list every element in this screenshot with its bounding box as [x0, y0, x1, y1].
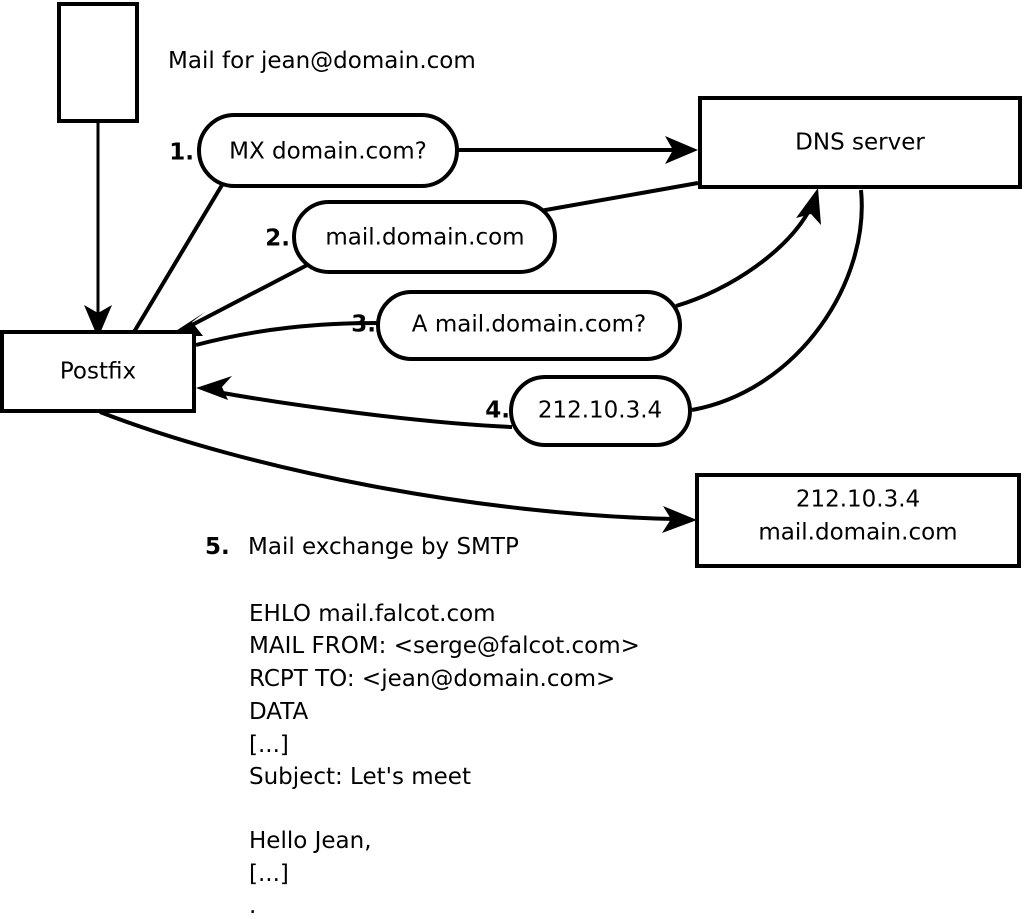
- edge-step4-to-postfix: [196, 376, 513, 429]
- edge-postfix-to-step1: [132, 183, 224, 334]
- step-3-number: 3.: [351, 312, 376, 338]
- dns-server-node: DNS server: [698, 96, 1022, 189]
- postfix-label: Postfix: [60, 359, 136, 385]
- edge-postfix-to-mailserver: [99, 410, 697, 533]
- transcript-line: [...]: [249, 732, 289, 758]
- transcript-line: DATA: [249, 699, 309, 725]
- step-3-bubble: A mail.domain.com?: [376, 290, 682, 361]
- step-5-number: 5.: [205, 534, 230, 560]
- step-2-label: mail.domain.com: [325, 225, 524, 251]
- incoming-mail-note: Mail for jean@domain.com: [168, 48, 476, 74]
- transcript-line: [...]: [249, 861, 289, 887]
- edge-postfix-to-step3: [195, 321, 379, 347]
- transcript-line: EHLO mail.falcot.com: [249, 601, 496, 627]
- step-1-label: MX domain.com?: [229, 139, 427, 165]
- smtp-transcript: EHLO mail.falcot.com MAIL FROM: <serge@f…: [249, 601, 640, 919]
- transcript-line: RCPT TO: <jean@domain.com>: [249, 666, 615, 692]
- sender-client-box: [57, 2, 139, 123]
- step-5-label: Mail exchange by SMTP: [248, 534, 519, 560]
- step-1-number: 1.: [169, 140, 194, 166]
- edge-step2-to-postfix: [168, 260, 314, 336]
- transcript-line: Subject: Let's meet: [249, 764, 471, 790]
- postfix-node: Postfix: [0, 330, 196, 413]
- edge-dns-to-step4: [691, 189, 864, 412]
- step-2-bubble: mail.domain.com: [292, 200, 557, 274]
- step-1-bubble: MX domain.com?: [197, 113, 459, 188]
- step-4-label: 212.10.3.4: [538, 398, 662, 424]
- edge-dns-to-step2: [539, 181, 699, 213]
- step-4-number: 4.: [485, 398, 510, 424]
- edge-step3-to-dns: [675, 188, 821, 308]
- transcript-line: .: [249, 893, 256, 919]
- dns-server-label: DNS server: [795, 130, 925, 156]
- mail-server-node: 212.10.3.4 mail.domain.com: [695, 473, 1021, 568]
- mail-server-ip: 212.10.3.4: [796, 487, 920, 513]
- step-3-label: A mail.domain.com?: [412, 312, 646, 338]
- transcript-line: MAIL FROM: <serge@falcot.com>: [249, 633, 640, 659]
- transcript-line: Hello Jean,: [249, 828, 372, 854]
- edge-client-to-postfix: [84, 122, 112, 338]
- edge-step1-to-dns: [458, 136, 698, 164]
- step-2-number: 2.: [265, 226, 290, 252]
- mail-server-hostname: mail.domain.com: [758, 520, 957, 546]
- step-4-bubble: 212.10.3.4: [509, 375, 692, 447]
